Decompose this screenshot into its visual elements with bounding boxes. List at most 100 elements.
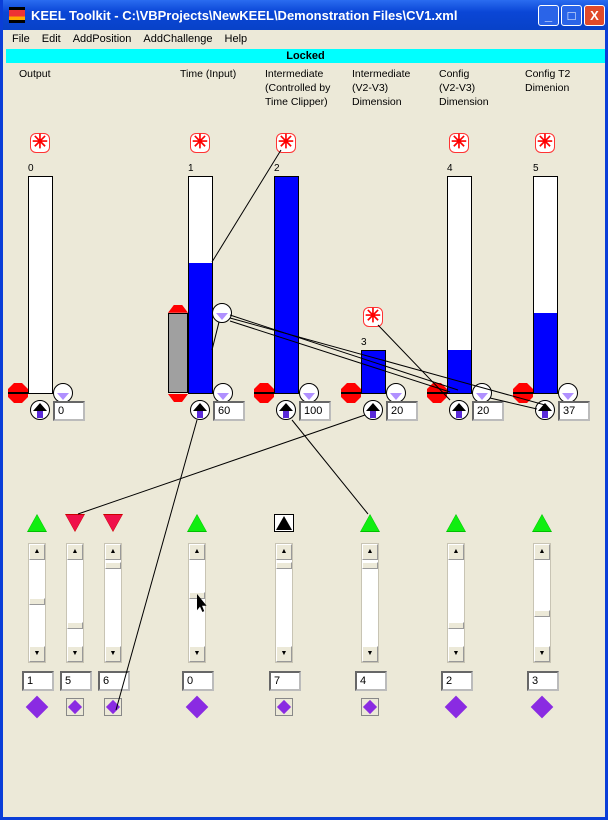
arrow-up-circle-icon[interactable] <box>535 400 555 420</box>
purple-diamond-box-icon[interactable] <box>66 698 84 716</box>
scroll-up-button[interactable]: ▲ <box>67 544 83 560</box>
arrow-up-circle-icon[interactable] <box>276 400 296 420</box>
arrow-up-circle-icon[interactable] <box>190 400 210 420</box>
high-limit-circle-icon[interactable] <box>558 383 578 403</box>
close-button[interactable]: X <box>584 5 605 26</box>
slider-thumb[interactable] <box>534 609 550 617</box>
scroll-up-button[interactable]: ▲ <box>362 544 378 560</box>
vertical-slider[interactable]: ▲▼ <box>104 543 122 663</box>
purple-diamond-box-icon[interactable] <box>361 698 379 716</box>
column-label: Config T2 Dimenion <box>525 68 571 94</box>
low-limit-handle-icon[interactable] <box>8 383 28 403</box>
scroll-down-button[interactable]: ▼ <box>105 646 121 662</box>
slider-thumb[interactable] <box>276 561 292 569</box>
scroll-down-button[interactable]: ▼ <box>448 646 464 662</box>
trigger-star-icon[interactable]: ✳ <box>276 133 296 153</box>
arrow-up-circle-icon[interactable] <box>363 400 383 420</box>
arrow-up-circle-icon[interactable] <box>30 400 50 420</box>
scroll-up-button[interactable]: ▲ <box>105 544 121 560</box>
value-bar[interactable] <box>361 350 386 394</box>
clipper-bottom-handle[interactable] <box>168 394 188 402</box>
slider-value-field[interactable]: 7 <box>269 671 301 691</box>
vertical-slider[interactable]: ▲▼ <box>275 543 293 663</box>
vertical-slider[interactable]: ▲▼ <box>28 543 46 663</box>
vertical-slider[interactable]: ▲▼ <box>447 543 465 663</box>
minimize-button[interactable]: _ <box>538 5 559 26</box>
slider-thumb[interactable] <box>29 597 45 605</box>
threshold-circle-icon[interactable] <box>212 303 232 323</box>
scroll-down-button[interactable]: ▼ <box>67 646 83 662</box>
bar-fill <box>534 313 557 393</box>
low-limit-handle-icon[interactable] <box>513 383 533 403</box>
value-field[interactable]: 20 <box>472 401 504 421</box>
slider-thumb[interactable] <box>67 621 83 629</box>
slider-value-field[interactable]: 3 <box>527 671 559 691</box>
purple-diamond-box-icon[interactable] <box>275 698 293 716</box>
menu-help[interactable]: Help <box>224 33 248 45</box>
high-limit-circle-icon[interactable] <box>386 383 406 403</box>
scroll-up-button[interactable]: ▲ <box>534 544 550 560</box>
slider-value-field[interactable]: 1 <box>22 671 54 691</box>
slider-value-field[interactable]: 4 <box>355 671 387 691</box>
slider-thumb[interactable] <box>448 622 464 630</box>
status-banner: Locked <box>6 49 605 63</box>
scroll-down-button[interactable]: ▼ <box>534 646 550 662</box>
low-limit-handle-icon[interactable] <box>341 383 361 403</box>
trigger-star-icon[interactable]: ✳ <box>449 133 469 153</box>
bar-number: 2 <box>274 163 280 174</box>
scroll-up-button[interactable]: ▲ <box>189 544 205 560</box>
trigger-star-icon[interactable]: ✳ <box>30 133 50 153</box>
vertical-slider[interactable]: ▲▼ <box>361 543 379 663</box>
black-up-triangle-icon[interactable] <box>274 514 294 532</box>
vertical-slider[interactable]: ▲▼ <box>66 543 84 663</box>
slider-value-field[interactable]: 0 <box>182 671 214 691</box>
value-field[interactable]: 0 <box>53 401 85 421</box>
value-bar[interactable] <box>188 176 213 394</box>
bar-number: 3 <box>361 337 367 348</box>
trigger-star-icon[interactable]: ✳ <box>190 133 210 153</box>
value-field[interactable]: 20 <box>386 401 418 421</box>
value-bar[interactable] <box>533 176 558 394</box>
menu-add-challenge[interactable]: AddChallenge <box>143 33 213 45</box>
value-bar[interactable] <box>28 176 53 394</box>
menu-file[interactable]: File <box>12 33 30 45</box>
slider-value-field[interactable]: 5 <box>60 671 92 691</box>
clipper-top-handle[interactable] <box>168 304 188 313</box>
window-title: KEEL Toolkit - C:\VBProjects\NewKEEL\Dem… <box>31 7 458 23</box>
vertical-slider[interactable]: ▲▼ <box>533 543 551 663</box>
scroll-down-button[interactable]: ▼ <box>276 646 292 662</box>
purple-diamond-box-icon[interactable] <box>104 698 122 716</box>
scroll-down-button[interactable]: ▼ <box>29 646 45 662</box>
value-bar[interactable] <box>274 176 299 394</box>
bar-number: 1 <box>188 163 194 174</box>
trigger-star-icon[interactable]: ✳ <box>535 133 555 153</box>
slider-thumb[interactable] <box>362 561 378 569</box>
maximize-button[interactable]: □ <box>561 5 582 26</box>
scroll-down-button[interactable]: ▼ <box>362 646 378 662</box>
trigger-star-icon[interactable]: ✳ <box>363 307 383 327</box>
bar-number: 4 <box>447 163 453 174</box>
value-field[interactable]: 37 <box>558 401 590 421</box>
scroll-down-button[interactable]: ▼ <box>189 646 205 662</box>
high-limit-circle-icon[interactable] <box>213 383 233 403</box>
low-limit-handle-icon[interactable] <box>254 383 274 403</box>
value-bar[interactable] <box>447 176 472 394</box>
value-field[interactable]: 60 <box>213 401 245 421</box>
scroll-up-button[interactable]: ▲ <box>448 544 464 560</box>
slider-thumb[interactable] <box>105 561 121 569</box>
clipper-bar[interactable] <box>168 312 188 393</box>
slider-value-field[interactable]: 6 <box>98 671 130 691</box>
scroll-up-button[interactable]: ▲ <box>276 544 292 560</box>
high-limit-circle-icon[interactable] <box>299 383 319 403</box>
high-limit-circle-icon[interactable] <box>53 383 73 403</box>
low-limit-handle-icon[interactable] <box>427 383 447 403</box>
scroll-up-button[interactable]: ▲ <box>29 544 45 560</box>
bar-number: 5 <box>533 163 539 174</box>
menu-add-position[interactable]: AddPosition <box>72 33 132 45</box>
value-field[interactable]: 100 <box>299 401 331 421</box>
high-limit-circle-icon[interactable] <box>472 383 492 403</box>
purple-diamond-icon <box>362 699 378 715</box>
arrow-up-circle-icon[interactable] <box>449 400 469 420</box>
slider-value-field[interactable]: 2 <box>441 671 473 691</box>
menu-edit[interactable]: Edit <box>41 33 61 45</box>
